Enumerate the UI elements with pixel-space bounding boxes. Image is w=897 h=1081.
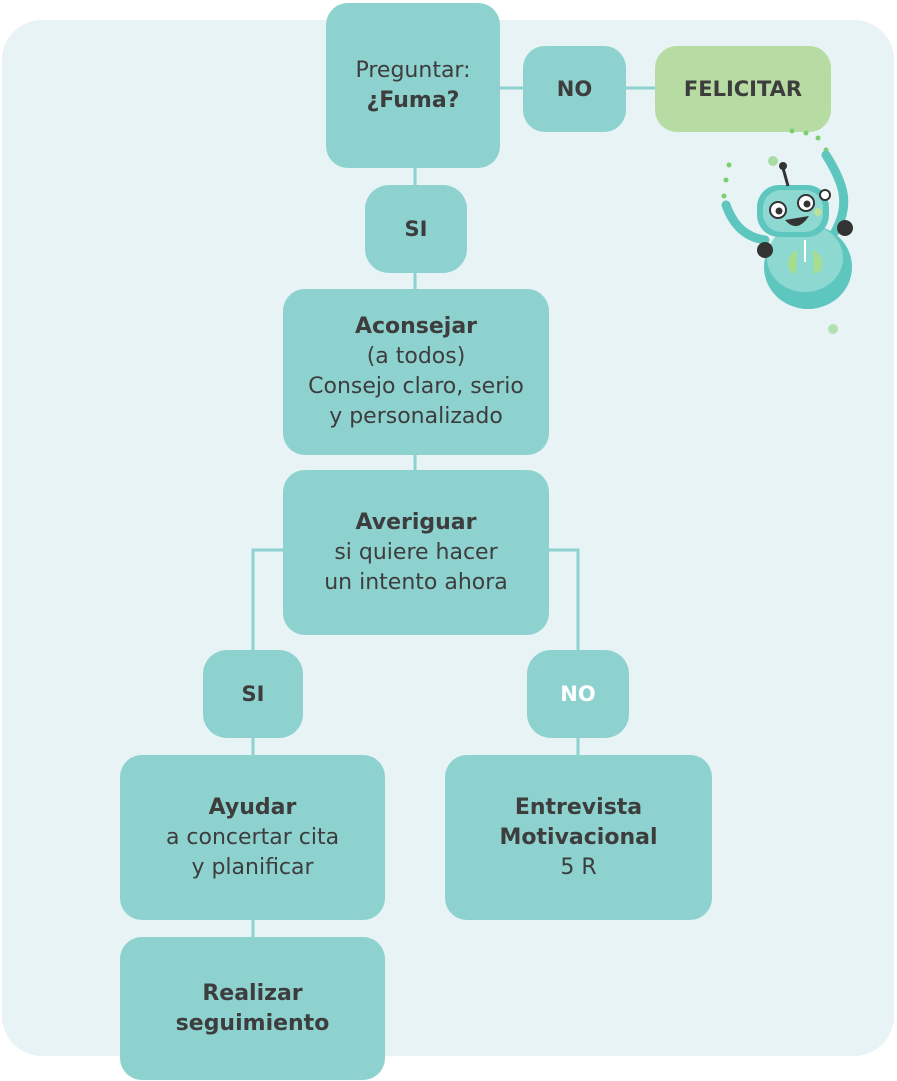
assist-line-2: y planificar [191, 854, 314, 880]
si-top-node: SI [365, 185, 467, 273]
assess-title: Averiguar [355, 509, 477, 535]
si-left-node: SI [203, 650, 303, 738]
congratulate-node: FELICITAR [655, 46, 831, 132]
advise-node: Aconsejar (a todos) Consejo claro, serio… [283, 289, 549, 455]
assess-line-2: un intento ahora [324, 569, 508, 595]
advise-line-2: Consejo claro, serio [308, 374, 524, 399]
interview-title-2: Motivacional [499, 824, 658, 850]
no-top-node: NO [523, 46, 626, 132]
assist-title: Ayudar [208, 794, 297, 820]
ask-label: Preguntar: [355, 57, 471, 83]
advise-line-3: y personalizado [329, 404, 503, 429]
assist-node: Ayudar a concertar cita y planificar [120, 755, 385, 920]
interview-line-1: 5 R [560, 854, 597, 880]
assess-node: Averiguar si quiere hacer un intento aho… [283, 470, 549, 635]
interview-title-1: Entrevista [514, 794, 643, 820]
assist-line-1: a concertar cita [165, 824, 340, 850]
followup-node: Realizar seguimiento [120, 937, 385, 1080]
advise-line-1: (a todos) [366, 344, 466, 369]
advise-title: Aconsejar [354, 314, 478, 339]
assess-line-1: si quiere hacer [334, 539, 498, 565]
ask-question: ¿Fuma? [366, 87, 460, 113]
no-right-node: NO [527, 650, 629, 738]
interview-node: Entrevista Motivacional 5 R [445, 755, 712, 920]
ask-smoke-node: Preguntar: ¿Fuma? [326, 3, 500, 168]
followup-line-1: Realizar [202, 980, 303, 1006]
followup-line-2: seguimiento [175, 1010, 330, 1036]
